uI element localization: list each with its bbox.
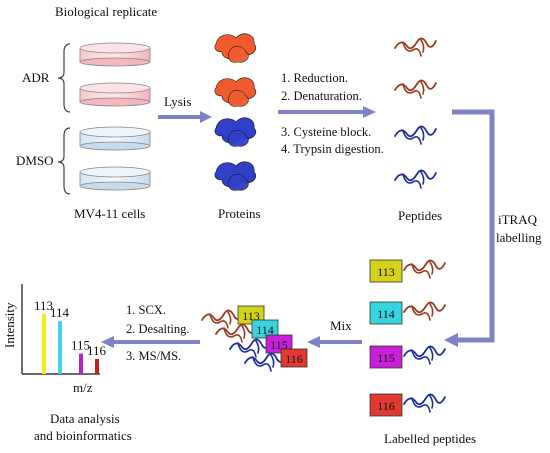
lysis-arrow-head <box>200 111 212 123</box>
itraq-tag-115 <box>369 345 403 369</box>
protein-1 <box>214 33 257 63</box>
mixed-tag-113 <box>237 305 265 325</box>
labelled-peptide-116 <box>403 393 446 413</box>
protein-4 <box>214 161 257 191</box>
peptide-2 <box>394 79 437 99</box>
adr-brace <box>57 43 71 113</box>
proteins-group <box>214 33 257 191</box>
digestion-step-3: 3. Cysteine block. <box>281 125 371 139</box>
itraq-label-line2: labelling <box>496 230 542 245</box>
adr-dish-2 <box>79 82 151 107</box>
mixed-tag-label-115: 115 <box>270 338 288 352</box>
ms-step-1: 1. SCX. <box>126 303 166 317</box>
biological-replicate-label: Biological replicate <box>55 4 157 19</box>
mix-arrow-head <box>307 336 320 348</box>
itraq-tag-label-113: 113 <box>377 265 395 279</box>
ms-step-3: 3. MS/MS. <box>126 349 181 363</box>
peptide-4 <box>394 169 437 189</box>
itraq-tag-label-115: 115 <box>377 351 395 365</box>
dmso-label: DMSO <box>16 153 54 168</box>
itraq-tag-113 <box>369 259 403 283</box>
mixed-tag-label-113: 113 <box>242 309 260 323</box>
mixed-tag-116 <box>280 348 308 368</box>
protein-2 <box>214 77 257 107</box>
labelled-peptide-113 <box>403 259 446 279</box>
mixed-tag-115 <box>265 334 293 354</box>
itraq-arrow-head <box>444 333 458 347</box>
labelled-peptides-label: Labelled peptides <box>384 431 476 446</box>
itraq-connector <box>452 109 495 343</box>
spectrum-peak-label-116: 116 <box>87 343 107 358</box>
peptides-label: Peptides <box>398 208 442 223</box>
adr-label: ADR <box>22 70 50 85</box>
spectrum-ylabel: Intensity <box>2 302 17 348</box>
labelled-peptides-group: 113 114 115 116 <box>369 259 446 417</box>
mix-label: Mix <box>330 318 352 333</box>
mixed-peptide-114 <box>215 323 258 343</box>
spectrum-peak-label-114: 114 <box>50 305 70 320</box>
spectrum-peak-label-113: 113 <box>34 298 53 313</box>
data-analysis-label-line2: and bioinformatics <box>34 428 132 443</box>
digestion-step-4: 4. Trypsin digestion. <box>281 142 384 156</box>
spectrum-xlabel: m/z <box>73 380 93 395</box>
mixed-peptide-116 <box>244 352 287 372</box>
data-analysis-label-line1: Data analysis <box>50 411 120 426</box>
peptide-3 <box>394 125 437 145</box>
ms-arrow-head <box>101 336 114 348</box>
dmso-dish-2 <box>79 166 151 191</box>
itraq-tag-label-116: 116 <box>377 399 395 413</box>
mixed-tag-label-116: 116 <box>285 352 303 366</box>
peptides-group <box>394 37 437 189</box>
mixed-peptide-115 <box>229 338 272 358</box>
ms-step-2: 2. Desalting. <box>126 322 190 336</box>
dmso-dish-1 <box>79 126 151 151</box>
mixed-peptide-113 <box>201 309 244 329</box>
mixed-tag-114 <box>251 319 279 339</box>
digestion-step-2: 2. Denaturation. <box>281 89 362 103</box>
protein-3 <box>214 117 257 147</box>
digestion-step-1: 1. Reduction. <box>281 71 348 85</box>
labelled-peptide-115 <box>403 345 446 365</box>
itraq-label-line1: iTRAQ <box>498 212 538 227</box>
lysis-label: Lysis <box>164 94 191 109</box>
adr-dish-1 <box>79 42 151 67</box>
itraq-tag-114 <box>369 301 403 325</box>
spectrum-peak-label-115: 115 <box>71 338 90 353</box>
digestion-arrow-head <box>363 106 376 118</box>
cells-label: MV4-11 cells <box>74 206 145 221</box>
mixed-tag-label-114: 114 <box>256 323 274 337</box>
itraq-tag-116 <box>369 393 403 417</box>
itraq-tag-label-114: 114 <box>377 307 395 321</box>
proteins-label: Proteins <box>218 206 261 221</box>
labelled-peptide-114 <box>403 301 446 321</box>
dmso-brace <box>57 127 71 195</box>
peptide-1 <box>394 37 437 57</box>
